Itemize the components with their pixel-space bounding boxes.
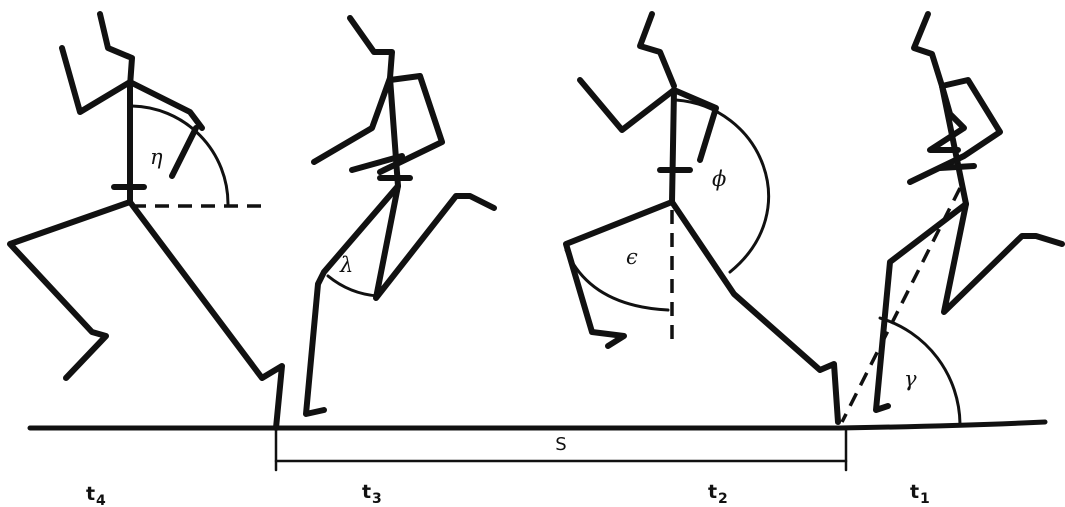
t4-rear-leg (7, 199, 133, 381)
t2-head (637, 11, 677, 89)
time-label-t3-base: t (362, 481, 371, 503)
distance-dimension: S (274, 428, 848, 472)
t3-shoulder-mark (349, 153, 405, 173)
t4-stance-leg (127, 199, 285, 431)
t3-trunk (387, 75, 401, 189)
time-label-t2: t 2 (708, 481, 728, 507)
t3-stance-leg (303, 183, 401, 417)
figure-t4: η (7, 11, 285, 431)
time-label-t4-base: t (86, 483, 95, 505)
t1-stance-leg (873, 201, 969, 413)
t1-hip-mark (937, 163, 977, 171)
t3-swing-leg (373, 183, 497, 301)
lambda-label: λ (339, 253, 353, 277)
time-label-t1-sub: 1 (920, 491, 930, 507)
time-label-t2-sub: 2 (718, 491, 728, 507)
time-label-t1-base: t (910, 481, 919, 503)
t4-head (97, 11, 135, 89)
t2-epsilon-arc (564, 248, 670, 312)
t2-rear-leg (563, 199, 675, 349)
t2-front-arm (671, 87, 719, 163)
t4-front-arm (169, 125, 199, 179)
t2-stance-leg (669, 199, 841, 425)
t1-head (911, 11, 945, 89)
t3-back-arm (311, 75, 393, 165)
time-label-t4: t 4 (86, 483, 106, 507)
t1-gamma-arc (878, 316, 962, 426)
ground-line (27, 419, 1048, 431)
time-label-t2-base: t (708, 481, 717, 503)
phi-label: ϕ (712, 167, 726, 191)
t3-front-arm (377, 73, 445, 175)
epsilon-label: ϵ (626, 245, 638, 269)
t2-back-arm (577, 77, 677, 133)
figure-t1: γ (840, 11, 1065, 426)
t3-head (347, 15, 395, 81)
distance-label: S (555, 434, 566, 455)
t2-trunk (669, 87, 677, 205)
time-label-t3-sub: 3 (372, 491, 382, 507)
figure-t2: ϵ ϕ (563, 11, 841, 425)
t3-lambda-arc (326, 274, 380, 298)
eta-label: η (150, 145, 163, 169)
t1-leg-axis (840, 187, 962, 423)
time-label-t3: t 3 (362, 481, 382, 507)
t4-eta-arc (130, 104, 230, 206)
time-label-t4-sub: 4 (96, 493, 106, 507)
t2-phi-arc (674, 98, 770, 274)
t1-trunk (939, 83, 969, 207)
time-label-t1: t 1 (910, 481, 930, 507)
t1-swing-leg (941, 201, 1065, 315)
gamma-label: γ (904, 367, 917, 391)
figure-t3: λ (303, 15, 497, 417)
